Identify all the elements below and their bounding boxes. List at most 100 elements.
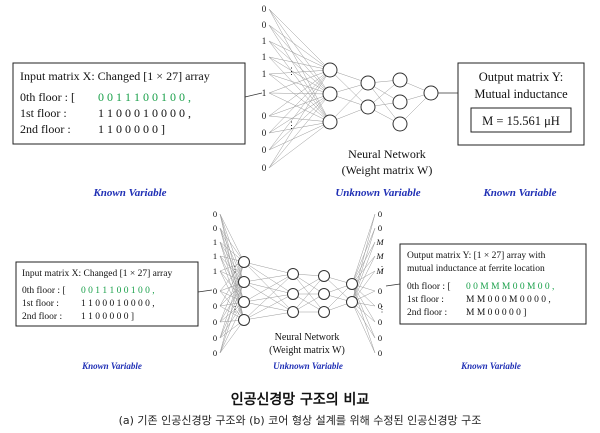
top-row2-values: 1 1 0 0 0 0 0 ] [98, 122, 165, 136]
bottom-known-left: Known Variable [81, 361, 142, 371]
bottom-h2-node-2 [287, 306, 299, 318]
bottom-input-value-8: 0 [213, 333, 217, 343]
bottom-output-value-2: M [375, 237, 384, 247]
bottom-row0-label: 0th floor : [ [22, 285, 66, 296]
bottom-h3-node-1 [318, 288, 330, 300]
top-input-box: Input matrix X: Changed [1 × 27] array 0… [12, 62, 246, 145]
bottom-h2-node-1 [287, 288, 299, 300]
bottom-nn-label: Neural Network [275, 332, 340, 343]
bottom-h4-node-0 [346, 278, 358, 290]
bottom-row2-label: 2nd floor : [22, 311, 62, 322]
top-known-right: Known Variable [482, 187, 556, 199]
top-output-title: Output matrix Y: [479, 70, 564, 84]
top-out-node-0 [423, 85, 439, 101]
top-input-value-8: 0 [262, 145, 267, 155]
bottom-output-value-7: 0 [378, 317, 382, 327]
bottom-row2-values: 1 1 0 0 0 0 0 ] [81, 312, 134, 322]
bottom-h1-node-3 [238, 314, 250, 326]
bottom-input-value-6: 0 [213, 301, 217, 311]
nodes-top [322, 62, 439, 132]
bottom-unknown: Unknown Variable [273, 361, 343, 371]
bottom-output-value-4: M [375, 266, 384, 276]
figure-caption-title: 인공신경망 구조의 비교 [230, 392, 370, 408]
bottom-h2-node-0 [287, 268, 299, 280]
top-output-subtitle: Mutual inductance [474, 87, 568, 101]
bottom-row1-label: 1st floor : [22, 298, 59, 309]
ellipsis-top-a: ⋮ [287, 66, 296, 76]
top-row2-label: 2nd floor : [20, 122, 71, 136]
bottom-out-row1-values: M M 0 0 0 M 0 0 0 0 , [466, 295, 551, 305]
bottom-h3-node-0 [318, 270, 330, 282]
nodes-bottom [238, 256, 358, 326]
bottom-out-row2-label: 2nd floor : [407, 307, 447, 318]
top-input-value-2: 1 [262, 36, 267, 46]
bottom-input-title: Input matrix X: Changed [1 × 27] array [22, 269, 172, 279]
bottom-input-value-5: 0 [213, 286, 217, 296]
top-h2-node-0 [360, 75, 376, 91]
bottom-input-value-9: 0 [213, 348, 217, 358]
bottom-h3-node-2 [318, 306, 330, 318]
top-row1-values: 1 1 0 0 0 1 0 0 0 0 , [98, 106, 191, 120]
top-input-value-5: 1 [262, 88, 267, 98]
top-input-value-4: 1 [262, 69, 267, 79]
top-input-value-0: 0 [262, 4, 267, 14]
bottom-output-box: Output matrix Y: [1 × 27] array with mut… [399, 243, 587, 325]
bottom-input-value-4: 1 [213, 266, 217, 276]
top-h1-node-1 [322, 86, 338, 102]
top-input-column: 0 0 1 1 1 1 0 0 0 0 [262, 4, 267, 173]
ellipsis-bottom-b: ⋮ [231, 305, 239, 314]
ellipsis-bottom-c: ⋮ [378, 265, 386, 274]
bottom-known-right: Known Variable [460, 361, 521, 371]
bottom-output-value-0: 0 [378, 209, 382, 219]
bottom-nn-weight: (Weight matrix W) [269, 345, 345, 356]
bottom-output-value-3: M [375, 251, 384, 261]
bottom-h4-node-1 [346, 296, 358, 308]
bottom-h1-node-1 [238, 276, 250, 288]
bottom-input-value-0: 0 [213, 209, 217, 219]
bottom-input-value-7: 0 [213, 317, 217, 327]
top-h1-node-2 [322, 114, 338, 130]
top-h3-node-0 [392, 72, 408, 88]
bottom-h1-node-2 [238, 296, 250, 308]
bottom-row1-values: 1 1 0 0 0 1 0 0 0 0 , [81, 299, 155, 309]
bottom-out-row0-values: 0 0 M M M 0 0 M 0 0 , [466, 282, 554, 292]
top-input-value-9: 0 [262, 163, 267, 173]
bottom-input-column: 0 0 1 1 1 0 0 0 0 0 [213, 209, 217, 358]
top-nn-weight: (Weight matrix W) [342, 163, 433, 177]
ellipsis-top-b: ⋮ [287, 120, 296, 130]
bottom-input-value-2: 1 [213, 237, 217, 247]
top-input-value-3: 1 [262, 52, 267, 62]
top-h3-node-2 [392, 116, 408, 132]
top-input-title: Input matrix X: Changed [1 × 27] array [20, 69, 210, 83]
figure-caption-subtitle: (a) 기존 인공신경망 구조와 (b) 코어 형상 설계를 위해 수정된 인공… [118, 414, 482, 427]
bottom-input-value-1: 0 [213, 223, 217, 233]
bottom-out-row0-label: 0th floor : [ [407, 281, 451, 292]
bottom-output-value-8: 0 [378, 333, 382, 343]
bottom-row0-values: 0 0 1 1 1 0 0 1 0 0 , [81, 286, 155, 296]
ellipsis-bottom-a: ⋮ [231, 265, 239, 274]
top-input-value-1: 0 [262, 20, 267, 30]
bottom-output-subtitle: mutual inductance at ferrite location [407, 263, 545, 274]
bottom-h1-node-0 [238, 256, 250, 268]
bottom-output-value-6: 0 [378, 301, 382, 311]
top-unknown: Unknown Variable [335, 187, 420, 199]
top-nn-label: Neural Network [348, 147, 426, 161]
top-input-value-6: 0 [262, 111, 267, 121]
bottom-out-row2-values: M M 0 0 0 0 0 ] [466, 308, 526, 318]
top-row1-label: 1st floor : [20, 106, 67, 120]
ellipsis-bottom-d: ⋮ [378, 305, 386, 314]
top-h2-node-1 [360, 99, 376, 115]
bottom-output-value-5: 0 [378, 286, 382, 296]
bottom-output-title: Output matrix Y: [1 × 27] array with [407, 251, 546, 261]
top-input-value-7: 0 [262, 128, 267, 138]
bottom-input-value-3: 1 [213, 251, 217, 261]
bottom-output-value-1: 0 [378, 223, 382, 233]
bottom-output-value-9: 0 [378, 348, 382, 358]
top-h1-node-0 [322, 62, 338, 78]
top-row0-label: 0th floor : [ [20, 90, 75, 104]
bottom-out-row1-label: 1st floor : [407, 294, 444, 305]
top-output-box: Output matrix Y: Mutual inductance M = 1… [457, 62, 585, 146]
top-row0-values: 0 0 1 1 1 0 0 1 0 0 , [98, 90, 191, 104]
